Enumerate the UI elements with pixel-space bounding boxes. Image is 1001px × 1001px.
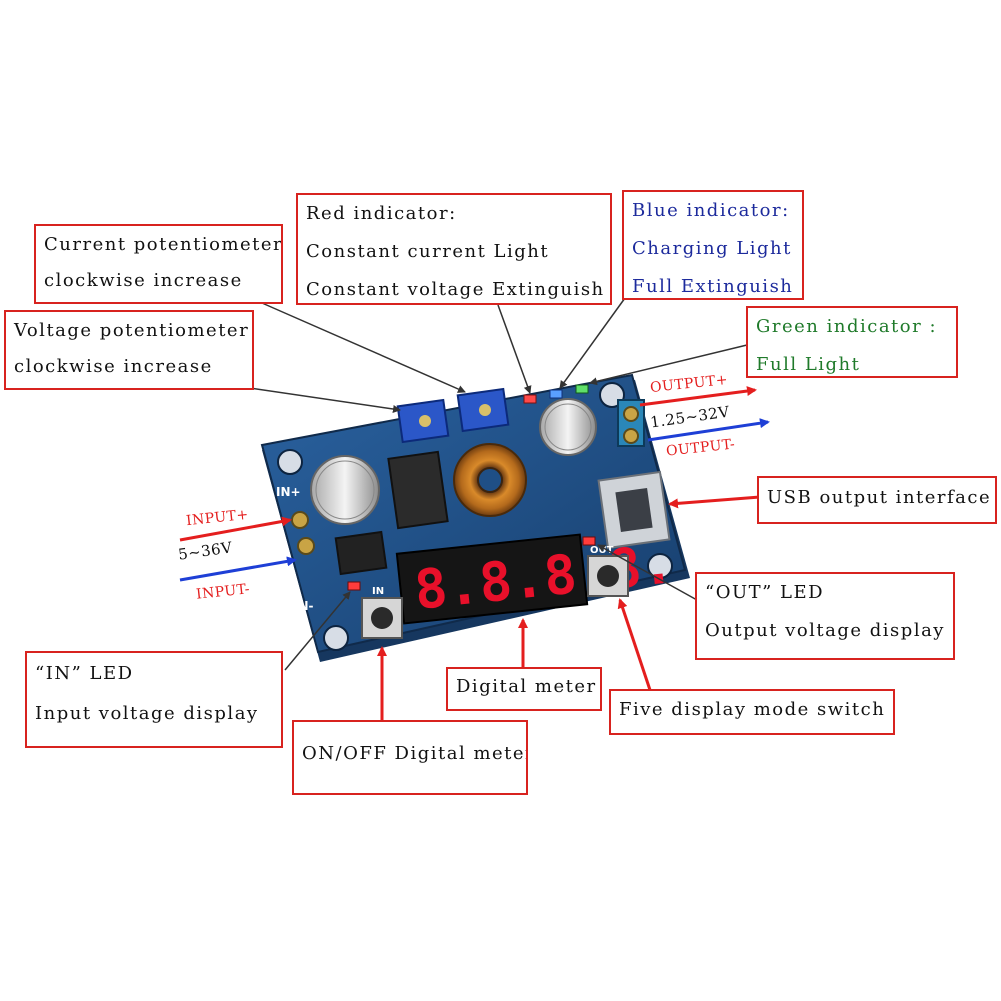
- mounting-hole: [277, 449, 303, 475]
- label-line: Charging Light: [632, 238, 792, 259]
- red-arrows: [179, 386, 761, 730]
- label-line: Green indicator :: [756, 316, 938, 337]
- label-line: clockwise increase: [14, 356, 213, 377]
- output-terminal-minus: [623, 428, 639, 444]
- label-line: Full Extinguish: [632, 276, 794, 297]
- label-line: ON/OFF Digital meter: [302, 743, 528, 764]
- input-capacitor: [310, 455, 380, 525]
- label-out-led: “OUT” LED Output voltage display: [695, 572, 955, 660]
- label-green-indicator: Green indicator : Full Light: [746, 306, 958, 378]
- label-line: USB output interface: [767, 487, 992, 508]
- label-current-potentiometer: Current potentiometer clockwise increase: [34, 224, 283, 304]
- green-indicator-led: [575, 384, 589, 394]
- digital-meter-display: [395, 533, 589, 625]
- label-voltage-potentiometer: Voltage potentiometer clockwise increase: [4, 310, 254, 390]
- mounting-hole: [647, 553, 673, 579]
- silk-in: IN: [372, 586, 384, 597]
- in-led: [347, 581, 361, 591]
- label-usb-output: USB output interface: [757, 476, 997, 524]
- connector-lines: [249, 297, 748, 671]
- out-led: [582, 536, 596, 546]
- label-line: Output voltage display: [705, 620, 945, 641]
- label-line: Full Light: [756, 354, 861, 375]
- label-red-indicator: Red indicator: Constant current Light Co…: [296, 193, 612, 305]
- label-line: Constant voltage Extinguish: [306, 279, 605, 300]
- label-line: “OUT” LED: [705, 582, 825, 603]
- label-onoff-meter: ON/OFF Digital meter: [292, 720, 528, 795]
- label-digital-meter: Digital meter: [446, 667, 602, 711]
- output-capacitor: [539, 398, 597, 456]
- label-line: Blue indicator:: [632, 200, 790, 221]
- label-line: Five display mode switch: [619, 699, 886, 720]
- regulator-ic: [387, 450, 449, 530]
- label-line: Current potentiometer: [44, 234, 283, 255]
- label-line: Red indicator:: [306, 203, 457, 224]
- silk-in-plus: IN+: [276, 485, 301, 499]
- label-line: Input voltage display: [35, 703, 259, 724]
- red-indicator-led: [523, 394, 537, 404]
- label-line: Voltage potentiometer: [14, 320, 250, 341]
- mosfet-chip: [334, 530, 388, 576]
- mounting-hole: [323, 625, 349, 651]
- label-blue-indicator: Blue indicator: Charging Light Full Exti…: [622, 190, 804, 300]
- silk-in-minus: IN-: [294, 599, 314, 613]
- label-line: “IN” LED: [35, 663, 134, 684]
- blue-arrows: [179, 418, 770, 582]
- pcb-board: 8.8.8.8. IN+ IN- OUT IN: [260, 373, 690, 662]
- input-terminal-plus: [291, 511, 309, 529]
- blue-indicator-led: [549, 389, 563, 399]
- output-terminal-plus: [623, 406, 639, 422]
- label-in-led: “IN” LED Input voltage display: [25, 651, 283, 748]
- label-line: Constant current Light: [306, 241, 550, 262]
- input-terminal-minus: [297, 537, 315, 555]
- label-line: clockwise increase: [44, 270, 243, 291]
- label-line: Digital meter: [456, 676, 597, 697]
- label-mode-switch: Five display mode switch: [609, 689, 895, 735]
